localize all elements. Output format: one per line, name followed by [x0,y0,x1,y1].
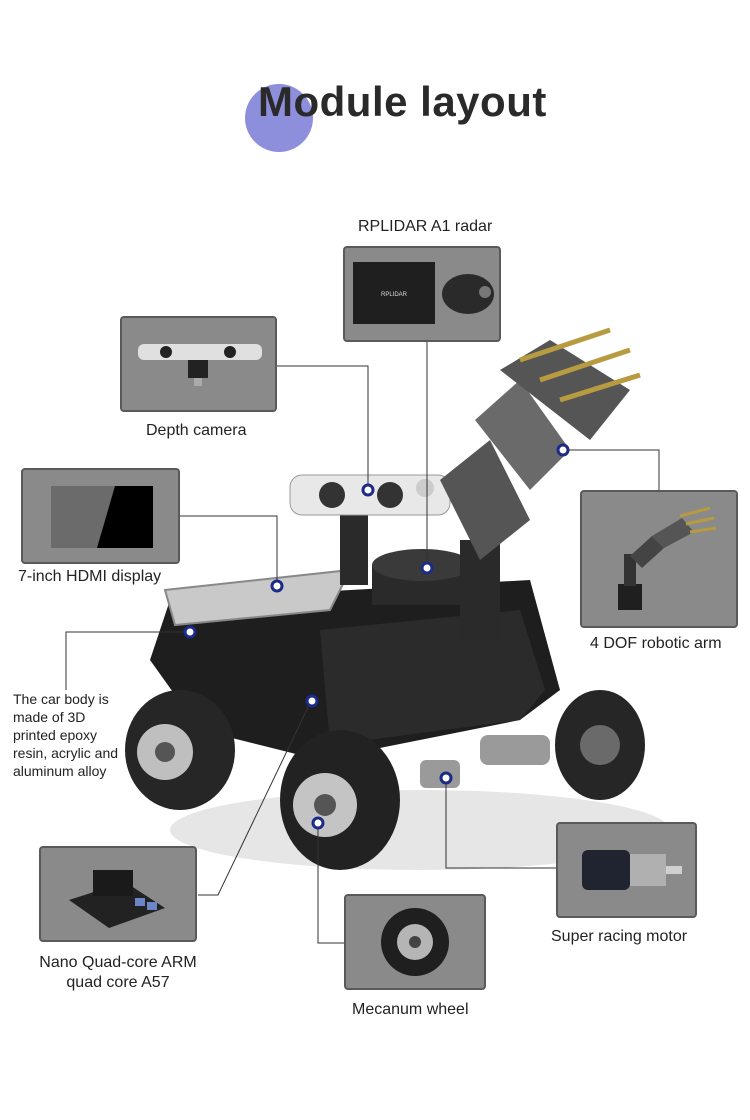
nano-thumbnail [69,870,165,928]
arm-image-box [580,490,738,628]
radar-image-box: RPLIDAR [343,246,501,342]
arm-label: 4 DOF robotic arm [590,635,722,652]
display-image-box [21,468,180,564]
radar-thumbnail: RPLIDAR [353,262,494,324]
depth-camera-label: Depth camera [146,422,247,439]
display-thumbnail [51,486,153,548]
car-body-label: The car body is made of 3D printed epoxy… [13,691,119,779]
title-accent-dot [245,84,313,152]
motor-image-box [556,822,697,918]
nano-label-line2: quad core A57 [66,974,170,991]
title-area: Module layout [0,72,750,162]
wheel-label: Mecanum wheel [352,1001,469,1018]
motor-label: Super racing motor [551,928,688,945]
depth-camera-thumbnail [138,344,262,386]
wheel-image-box [344,894,486,990]
page-title: Module layout [258,78,547,125]
arm-thumbnail [618,506,717,610]
motor-thumbnail [582,850,682,890]
nano-image-box [39,846,197,942]
nano-label-line1: Nano Quad-core ARM [39,954,197,971]
display-label: 7-inch HDMI display [18,568,162,585]
depth-camera-image-box [120,316,277,412]
wheel-thumbnail [381,908,449,976]
radar-label: RPLIDAR A1 radar [358,218,493,235]
radar-logo-text: RPLIDAR [381,292,408,298]
